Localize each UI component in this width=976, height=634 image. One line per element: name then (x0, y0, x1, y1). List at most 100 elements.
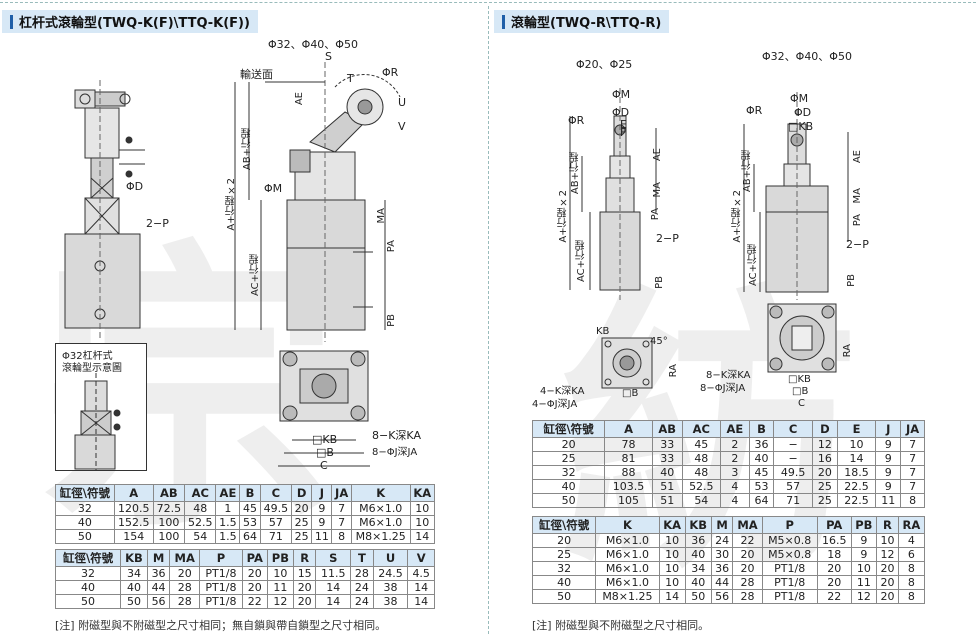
right-section-title: 滾輪型(TWQ-R\TTQ-R) (494, 10, 670, 33)
table-cell: 20 (816, 575, 852, 590)
left-bottom-view-drawing (278, 350, 370, 467)
table-cell: 9 (875, 451, 902, 466)
table-cell: 9 (875, 479, 902, 494)
table-cell: 10 (409, 515, 436, 530)
left-AE-label: AE (294, 92, 305, 106)
table-cell: 15 (292, 566, 317, 581)
table-header-cell: B (239, 484, 261, 502)
table-cell: 14 (407, 580, 435, 595)
table-header-cell: PA (241, 549, 268, 567)
table-cell: 32 (531, 465, 606, 480)
table-header-cell: R (292, 549, 317, 567)
right-large-phiR: ΦR (746, 104, 763, 117)
table-cell: 54 (184, 529, 217, 544)
table-cell: 16.5 (816, 533, 852, 548)
left-title-text: 杠杆式滾輪型(TWQ-K(F)\TTQ-K(F)) (19, 16, 250, 31)
table-header-cell: 缸徑\符號 (531, 420, 606, 438)
table-cell: 33 (651, 437, 683, 452)
left-V-label: V (398, 120, 406, 133)
table-cell: 8 (900, 493, 925, 508)
right-bore-small: Φ20、Φ25 (576, 58, 633, 71)
table-cell: 40 (54, 580, 122, 595)
table-cell: 20 (816, 561, 852, 576)
table-cell: PT1/8 (199, 594, 243, 609)
title-accent-bar-right (502, 15, 505, 29)
table-cell: 120.5 (113, 501, 154, 516)
left-front-view-drawing (234, 62, 401, 342)
table-cell: 14 (658, 589, 686, 604)
right-small-AB-stroke: AB+行程 (570, 152, 581, 195)
table-header-cell: MA (732, 516, 763, 534)
table-cell: 7 (900, 479, 925, 494)
table-cell: 57 (259, 515, 293, 530)
table-cell: 20 (876, 575, 899, 590)
right-large-C: C (798, 398, 805, 409)
left-conveying-label: 輸送面 (240, 68, 273, 81)
table-cell: 14 (315, 580, 352, 595)
right-small-AC-stroke: AC+行程 (576, 240, 587, 283)
left-C-label: C (320, 459, 328, 472)
table-cell: 10 (266, 566, 294, 581)
table-cell: 14 (836, 451, 877, 466)
table-header-cell: 缸徑\符號 (55, 484, 115, 502)
table-header-cell: JA (900, 420, 925, 438)
table-cell: 9 (875, 465, 902, 480)
table-cell: 54 (681, 493, 722, 508)
table-cell: 10 (836, 437, 877, 452)
table-cell: 20 (169, 566, 201, 581)
table-cell: PT1/8 (761, 575, 818, 590)
table-cell: 14 (407, 594, 435, 609)
table-cell: PT1/8 (761, 561, 818, 576)
table-cell: 4 (897, 533, 926, 548)
table-cell: 10 (409, 501, 436, 516)
left-JA-label: 8−ΦJ深JA (372, 447, 418, 458)
table-header-cell: B (748, 420, 775, 438)
left-U-label: U (398, 96, 407, 109)
right-large-PB: PB (846, 274, 857, 287)
table-cell: 8 (897, 561, 926, 576)
table-cell: 45 (681, 437, 722, 452)
table-header-cell: PA (816, 516, 852, 534)
table-cell: 20 (241, 580, 268, 595)
right-large-bottom-drawing (767, 303, 837, 373)
right-small-front-drawing (569, 88, 657, 300)
left-inset-box (55, 343, 147, 471)
table-header-cell: M (710, 516, 734, 534)
table-header-cell: U (372, 549, 409, 567)
table-cell: 7 (331, 515, 352, 530)
table-cell: 22.5 (836, 493, 877, 508)
table-cell: 28 (350, 566, 374, 581)
table-cell: 57 (773, 479, 813, 494)
table-cell: 10 (658, 533, 686, 548)
table-cell: 64 (239, 529, 261, 544)
table-cell: 40 (748, 451, 775, 466)
table-cell: 40 (684, 547, 712, 562)
table-cell: 1.5 (215, 515, 241, 530)
table-cell: 11.5 (315, 566, 352, 581)
table-cell: M6×1.0 (350, 515, 411, 530)
table-cell: 48 (681, 465, 722, 480)
table-header-cell: 缸徑\符號 (531, 516, 597, 534)
right-small-KA4: 4−K深KA (540, 386, 585, 397)
table-header-cell: D (811, 420, 838, 438)
table-cell: 2 (720, 437, 750, 452)
table-cell: 105 (604, 493, 653, 508)
right-small-JA4: 4−ΦJ深JA (532, 399, 578, 410)
table-cell: M8×1.25 (595, 589, 660, 604)
table-cell: 10 (658, 575, 686, 590)
table-cell: 9 (311, 501, 333, 516)
table-cell: 28 (169, 580, 201, 595)
right-large-AE: AE (852, 150, 863, 164)
right-small-45: 45° (650, 336, 668, 347)
table-header-cell: P (761, 516, 818, 534)
right-large-KA8: 8−K深KA (706, 370, 751, 381)
table-header-cell: AE (215, 484, 241, 502)
table-cell: 24.5 (372, 566, 409, 581)
right-small-PB: PB (654, 276, 665, 289)
table-cell: 50 (54, 594, 122, 609)
